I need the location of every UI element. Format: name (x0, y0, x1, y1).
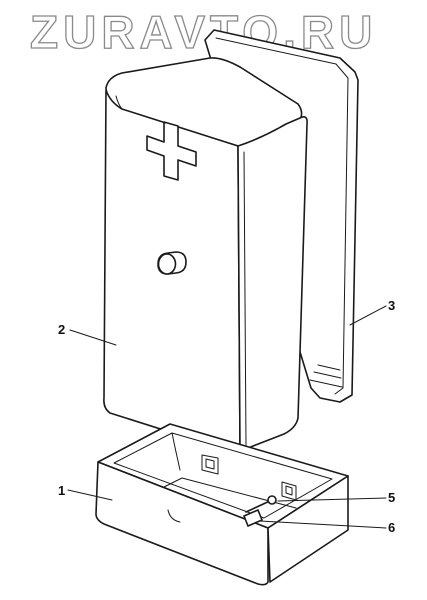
callout-5-leader (277, 497, 387, 502)
callout-6-leader (259, 520, 387, 529)
front-lid-part (103, 57, 308, 452)
callout-3-leader (349, 305, 387, 326)
callout-2-label: 2 (58, 322, 65, 337)
knob-icon (157, 251, 187, 275)
latch-part (243, 509, 263, 527)
red-cross-icon (146, 121, 197, 181)
callout-5-label: 5 (388, 490, 395, 505)
hinge-pin-part (245, 495, 277, 513)
base-tray-part (95, 423, 349, 586)
callout-1-label: 1 (58, 483, 65, 498)
callout-1-leader (67, 489, 113, 501)
watermark-text: ZURAVTO.RU (30, 6, 377, 58)
callout-2-leader (69, 329, 117, 346)
callout-3-label: 3 (388, 298, 395, 313)
callout-6-label: 6 (388, 520, 395, 535)
